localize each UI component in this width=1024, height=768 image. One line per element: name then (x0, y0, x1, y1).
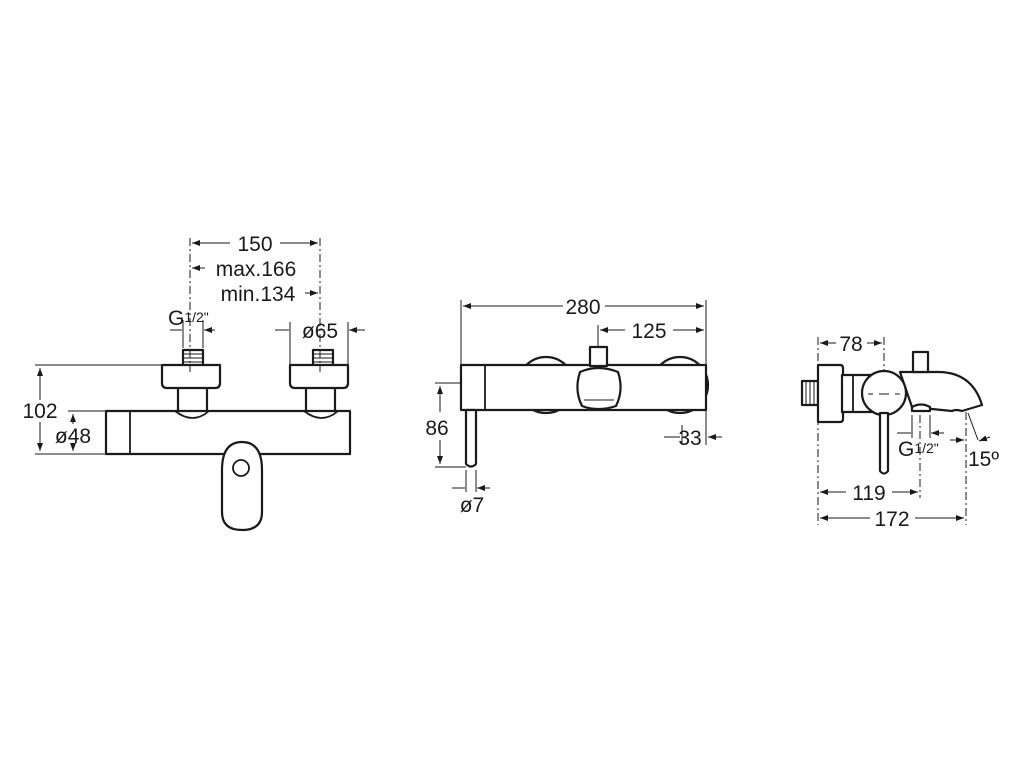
front-view: 150 max.166 min.134 G1/2" ø65 102 ø48 (22, 233, 365, 532)
dim-end-label: 33 (678, 427, 701, 450)
top-view: 280 125 86 33 ø7 (425, 296, 722, 517)
side-view-faucet (800, 350, 984, 475)
dim-spacing-label: 150 (237, 233, 272, 256)
dim-thread-label: G1/2" (898, 438, 939, 461)
side-view-dimensions: 78 G1/2" 15º 119 172 (818, 333, 999, 531)
dim-length-label: 280 (565, 296, 600, 319)
dim-flange-diameter-label: ø65 (302, 320, 338, 343)
front-view-dimensions: 150 max.166 min.134 G1/2" ø65 102 ø48 (22, 233, 365, 454)
top-view-faucet (459, 345, 710, 468)
dim-lever-diameter-label: ø7 (460, 494, 485, 517)
dim-spout-offset-label: 125 (631, 320, 666, 343)
front-view-faucet (104, 348, 352, 532)
dim-max-label: max.166 (216, 258, 297, 281)
side-view: 78 G1/2" 15º 119 172 (800, 333, 999, 531)
dim-total-label: 172 (874, 508, 909, 531)
dim-wall-to-axis-label: 78 (839, 333, 862, 356)
dim-thread-label: G1/2" (168, 307, 209, 330)
top-view-dimensions: 280 125 86 33 ø7 (425, 296, 722, 517)
dim-height-label: 102 (22, 400, 57, 423)
dim-lever-length-label: 86 (425, 417, 448, 440)
dim-angle-label: 15º (968, 448, 999, 471)
dim-outlet-label: 119 (852, 482, 885, 505)
dim-min-label: min.134 (221, 283, 296, 306)
dim-body-diameter-label: ø48 (55, 425, 91, 448)
